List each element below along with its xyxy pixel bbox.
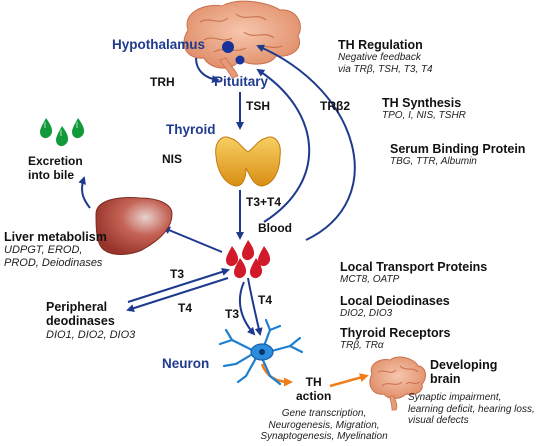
liver-sub-1: UDPGT, EROD, [4,244,83,257]
trh-arrow [195,57,220,84]
t4-neuron-arrow [247,277,263,336]
blood-drops-icon [226,240,271,279]
hypothalamus-label: Hypothalamus [112,37,206,52]
liver-sub-2: PROD, Deiodinases [4,257,103,270]
excretion-label: Excretion into bile [28,154,83,182]
liver-title: Liver metabolism [4,230,107,244]
small-brain-icon [369,356,426,411]
t4-label: T4 [178,301,193,315]
liver-icon [95,197,173,255]
neuron-icon [218,318,304,386]
trb2-label: TRβ2 [320,99,350,113]
action-to-brain-arrow [329,373,369,388]
trh-label: TRH [150,75,175,89]
th-regulation-panel: TH Regulation Negative feedback via TRβ,… [338,38,433,75]
t3-neuron-label: T3 [225,307,240,321]
pituitary-label: Pituitary [214,74,269,89]
t3-label: T3 [170,267,185,281]
liver-to-bile-arrow [78,176,91,209]
local-deiodinases-panel: Local Deiodinases DIO2, DIO3 [340,294,450,320]
local-transport-panel: Local Transport Proteins MCT8, OATP [340,260,488,286]
liver-metabolism-block: Liver metabolism UDPGT, EROD, PROD, Deio… [4,230,107,270]
peripheral-sub: DIO1, DIO2, DIO3 [46,328,136,341]
feedback-arrow-inner [256,68,311,223]
t3t4-label: T3+T4 [246,195,282,209]
bile-drops-icon [40,118,85,147]
t3-neuron-arrow [238,281,256,336]
tsh-label: TSH [246,99,270,113]
th-action-sub: Gene transcription, Neurogenesis, Migrat… [260,408,388,442]
blood-label: Blood [258,221,292,235]
pituitary-dot [235,55,245,65]
peripheral-block: Peripheral deodinases DIO1, DIO2, DIO3 [46,300,136,341]
developing-sub: Synaptic impairment, learning deficit, h… [408,392,535,426]
t3-arrow [127,268,230,303]
t4-arrow [126,277,229,312]
thyroid-label: Thyroid [166,122,216,137]
nis-label: NIS [162,152,183,166]
neuron-label: Neuron [162,356,210,371]
feedback-arrow-outer [256,44,356,241]
th-action-label: TH action [296,375,332,403]
t4-neuron-label: T4 [258,293,273,307]
thyroid-icon [215,136,281,187]
hypothalamus-dot [222,41,234,53]
blood-to-liver-arrow [162,226,223,253]
th-synthesis-panel: TH Synthesis TPO, I, NIS, TSHR [382,96,466,122]
developing-brain-block: Developing brain [430,358,498,387]
serum-binding-panel: Serum Binding Protein TBG, TTR, Albumin [390,142,526,168]
thyroid-receptors-panel: Thyroid Receptors TRβ, TRα [340,326,451,352]
